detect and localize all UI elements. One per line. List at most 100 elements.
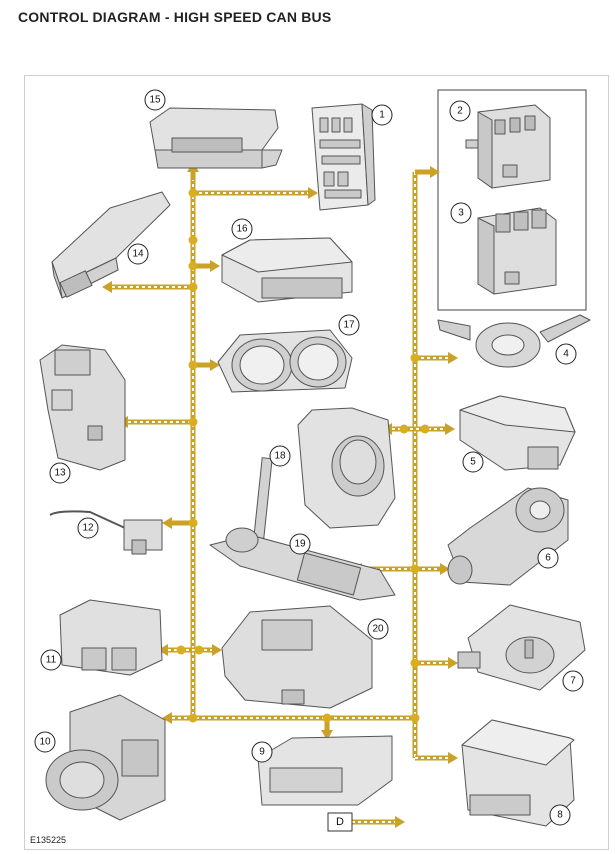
- actuator-7-illustration: [457, 604, 586, 691]
- callout-9-text: 9: [259, 747, 265, 758]
- module-20-illustration: [221, 605, 373, 709]
- callout-7: [562, 670, 584, 692]
- junction-node: [194, 645, 204, 655]
- junction-node: [176, 645, 186, 655]
- callout-14-text: 14: [132, 249, 144, 260]
- figure-reference-id: E135225: [30, 835, 67, 845]
- arrowhead-12: [162, 517, 172, 529]
- airbag-module-11-illustration: [59, 599, 163, 676]
- callout-11: [40, 649, 62, 671]
- callout-17: [338, 314, 360, 336]
- callout-8: [549, 804, 571, 826]
- callout-18: [269, 445, 291, 467]
- instrument-cluster-17-illustration: [217, 329, 353, 393]
- steering-column-switch-4-illustration: [437, 314, 591, 368]
- junction-node: [420, 424, 430, 434]
- junction-node: [188, 360, 198, 370]
- callout-11-text: 11: [46, 655, 57, 666]
- module-5-illustration: [459, 395, 576, 471]
- callout-15-text: 15: [149, 95, 161, 106]
- callout-3-text: 3: [458, 208, 464, 219]
- callout-18-text: 18: [274, 451, 286, 462]
- callout-7-text: 7: [570, 676, 576, 687]
- callout-15: [144, 89, 166, 111]
- callout-19-text: 19: [294, 539, 306, 550]
- callout-20: [367, 618, 389, 640]
- arrowhead-20: [212, 644, 222, 656]
- junction-node: [410, 658, 420, 668]
- callout-6: [537, 547, 559, 569]
- arrowhead-8: [448, 752, 458, 764]
- junction-node: [410, 353, 420, 363]
- connector-d-box: [327, 812, 353, 832]
- arrowhead-d: [395, 816, 405, 828]
- callout-5-text: 5: [470, 457, 476, 468]
- junction-node: [410, 564, 420, 574]
- callout-10: [34, 731, 56, 753]
- ecm-2-illustration: [465, 104, 551, 189]
- callout-8-text: 8: [557, 810, 563, 821]
- junction-node: [188, 417, 198, 427]
- ecm-3-illustration: [477, 207, 557, 295]
- callout-14: [127, 243, 149, 265]
- arrowhead-9: [321, 730, 333, 740]
- junction-node: [322, 713, 332, 723]
- steering-lock-6-illustration: [447, 487, 569, 586]
- callout-4: [555, 343, 577, 365]
- junction-node: [188, 188, 198, 198]
- callout-20-text: 20: [372, 624, 384, 635]
- arrowhead-5: [445, 423, 455, 435]
- arrowhead-17: [210, 359, 220, 371]
- arrowhead-10: [162, 712, 172, 724]
- connector-d-label: D: [336, 816, 344, 828]
- module-14-illustration: [51, 191, 171, 299]
- arrowhead-7: [448, 657, 458, 669]
- junction-node: [188, 235, 198, 245]
- junction-node: [410, 713, 420, 723]
- module-8-illustration: [461, 719, 575, 827]
- callout-4-text: 4: [563, 349, 569, 360]
- diagram-title: CONTROL DIAGRAM - HIGH SPEED CAN BUS: [18, 9, 332, 25]
- abs-unit-10-illustration: [45, 694, 166, 821]
- gear-selector-18-illustration: [297, 407, 396, 529]
- arrowhead-6: [440, 563, 450, 575]
- diagram-frame: [24, 75, 609, 850]
- junction-node: [188, 518, 198, 528]
- callout-6-text: 6: [545, 553, 551, 564]
- junction-node: [399, 424, 409, 434]
- sensor-12-illustration: [49, 510, 163, 555]
- callout-16-text: 16: [236, 224, 248, 235]
- callout-19: [289, 533, 311, 555]
- junction-node: [188, 282, 198, 292]
- callout-2-text: 2: [457, 106, 463, 117]
- module-15-illustration: [149, 107, 283, 169]
- callout-labels: [34, 89, 584, 826]
- ecm-group-box: [437, 89, 587, 311]
- callout-9: [251, 741, 273, 763]
- module-16-illustration: [221, 237, 353, 303]
- arrowhead-11: [158, 644, 168, 656]
- callout-13-text: 13: [54, 468, 66, 479]
- callout-2: [449, 100, 471, 122]
- callout-17-text: 17: [343, 320, 355, 331]
- bus-junctions: [176, 188, 430, 723]
- callout-13: [49, 462, 71, 484]
- arrowhead-14: [102, 281, 112, 293]
- arrowhead-1: [308, 187, 318, 199]
- fuse-box-1-illustration: [311, 103, 376, 211]
- callout-numbers: 1 2 3 4 5 6 7 8 9 10 11 12 13 14 15 16 1…: [39, 95, 576, 829]
- arrowhead-2-3: [430, 166, 440, 178]
- steering-rack-19-illustration: [209, 457, 396, 601]
- module-13-illustration: [39, 344, 126, 471]
- callout-16: [231, 218, 253, 240]
- branch-8: [412, 718, 448, 761]
- arrowhead-16: [210, 260, 220, 272]
- callout-1-text: 1: [379, 110, 385, 121]
- callout-12-text: 12: [82, 523, 94, 534]
- callout-12: [77, 517, 99, 539]
- callout-10-text: 10: [39, 737, 51, 748]
- callout-1: [371, 104, 393, 126]
- callout-3: [450, 202, 472, 224]
- junction-node: [188, 261, 198, 271]
